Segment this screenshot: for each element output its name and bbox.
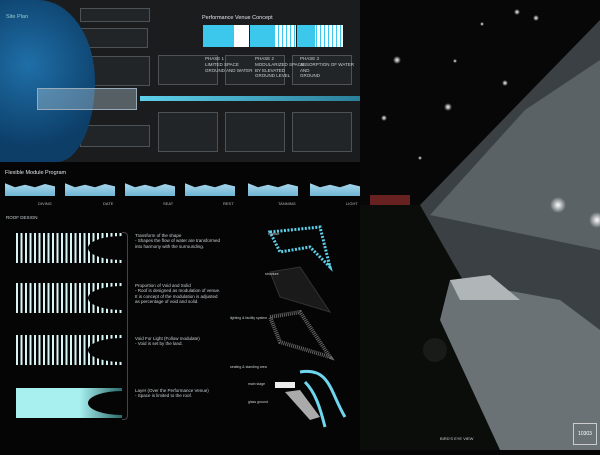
roof-step-4-desc: - Space is limited to the roof. [135,393,193,398]
roof-step-2-title: Proportion of Void and Solid [135,283,191,288]
roof-step-1-desc: - Shapes the flow of water are transform… [135,238,221,249]
module-rest: REST [223,201,234,206]
layer-label-structure: structure [265,272,279,276]
module-diving: DIVING [38,201,52,206]
module-date: DATE [103,201,114,206]
roof-step-3-desc: - Void is set by the land. [135,341,183,346]
phase-3-label: PHASE 3 [300,56,320,61]
phase-1-desc: LIMITED SPACE GROUND AND WATER [205,62,253,73]
logo: 10303 [573,423,597,445]
phase-1-label: PHASE 1 [205,56,225,61]
water-area [0,0,95,162]
exploded-layers-diagram [267,225,347,428]
phase-3-desc: ABSORPTION OF WATER AND GROUND [300,62,355,78]
roof-step-2-desc: - Roof is designed as modulation of venu… [135,288,221,304]
layer-label-surface: surface [268,232,280,236]
pier [37,88,137,110]
layer-label-seating: seating & standing area [230,365,267,369]
modules-title: Flexible Module Program [5,170,67,176]
module-tanning: TANNING [278,201,296,206]
module-seat: SEAT [163,201,174,206]
phase-2-desc: MODULARIZED SPACE BY ELEVATED GROUND LEV… [255,62,304,78]
site-plan-title: Site Plan [6,14,29,20]
roof-title: ROOF DESIGN [6,215,38,220]
roof-diagram-4 [16,388,122,418]
layer-label-main-stage: main stage [248,382,266,386]
layer-label-lighting: lighting & facility system [230,316,268,320]
roof-diagram-2 [16,283,122,313]
roof-diagram-3 [16,335,122,365]
concept-title: Performance Venue Concept [202,15,273,21]
axis-line [140,96,360,101]
layer-label-glass-ground: glass ground [248,400,269,404]
site-plan: Site Plan Performance Venue Concept PHAS… [0,0,360,162]
roof-step-4-title: Layer (Over the Performance Venue) [135,388,209,393]
phase-2-label: PHASE 2 [255,56,275,61]
roof-step-3-title: Void For Light (Follow modulate) [135,336,200,341]
render-caption: BIRD'S EYE VIEW [440,436,474,441]
roof-step-1-title: Transform of the shape [135,233,182,238]
roof-diagram-1 [16,233,122,263]
module-light: LIGHT [346,201,358,206]
birds-eye-render: BIRD'S EYE VIEW 10303 [360,0,600,450]
